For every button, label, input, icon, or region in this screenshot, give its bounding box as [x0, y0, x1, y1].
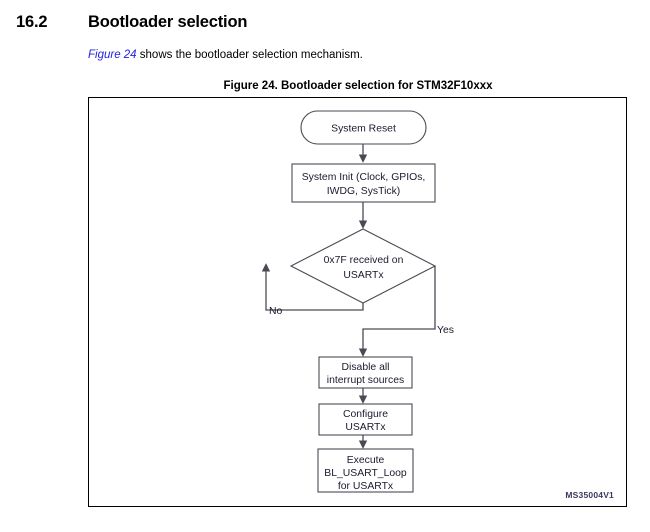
- node-system-init: [291, 163, 436, 203]
- section-number: 16.2: [16, 13, 48, 31]
- figure-frame: System Reset System Init (Clock, GPIOs, …: [88, 97, 627, 507]
- node-disable-interrupts-line2: interrupt sources: [327, 375, 404, 386]
- node-decision-0x7f-received: [289, 228, 437, 304]
- node-system-reset: [300, 110, 427, 145]
- node-disable-interrupts: [318, 356, 413, 389]
- section-heading: 16.2 Bootloader selection: [0, 13, 650, 39]
- connector-yes-branch: [358, 266, 436, 357]
- node-system-init-line2: IWDG, SysTick): [327, 186, 401, 197]
- page-title: Bootloader selection: [88, 13, 248, 31]
- node-decision-line1: 0x7F received on: [324, 255, 404, 266]
- node-execute-line3: for USARTx: [338, 481, 394, 492]
- edge-label-yes: Yes: [437, 325, 454, 336]
- node-execute-bl-usart-loop: [317, 448, 414, 493]
- node-system-reset-label: System Reset: [331, 124, 396, 135]
- node-configure-usart-line2: USARTx: [345, 422, 386, 433]
- node-configure-usart: [318, 403, 413, 436]
- node-execute-line1: Execute: [347, 455, 385, 466]
- figure-caption: Figure 24. Bootloader selection for STM3…: [223, 80, 493, 92]
- bootloader-selection-flowchart: System Reset System Init (Clock, GPIOs, …: [261, 110, 454, 493]
- edge-label-no: No: [269, 306, 283, 317]
- intro-text: shows the bootloader selection mechanism…: [136, 49, 363, 61]
- figure-reference-id: MS35004V1: [565, 490, 614, 500]
- node-system-init-line1: System Init (Clock, GPIOs,: [302, 172, 426, 183]
- node-decision-line2: USARTx: [343, 270, 384, 281]
- node-disable-interrupts-line1: Disable all: [342, 362, 390, 373]
- connector-no-loop: [261, 263, 364, 311]
- node-configure-usart-line1: Configure: [343, 409, 388, 420]
- intro-paragraph: Figure 24 shows the bootloader selection…: [88, 48, 363, 62]
- figure-cross-reference-link[interactable]: Figure 24: [88, 49, 137, 61]
- node-execute-line2: BL_USART_Loop: [324, 468, 407, 479]
